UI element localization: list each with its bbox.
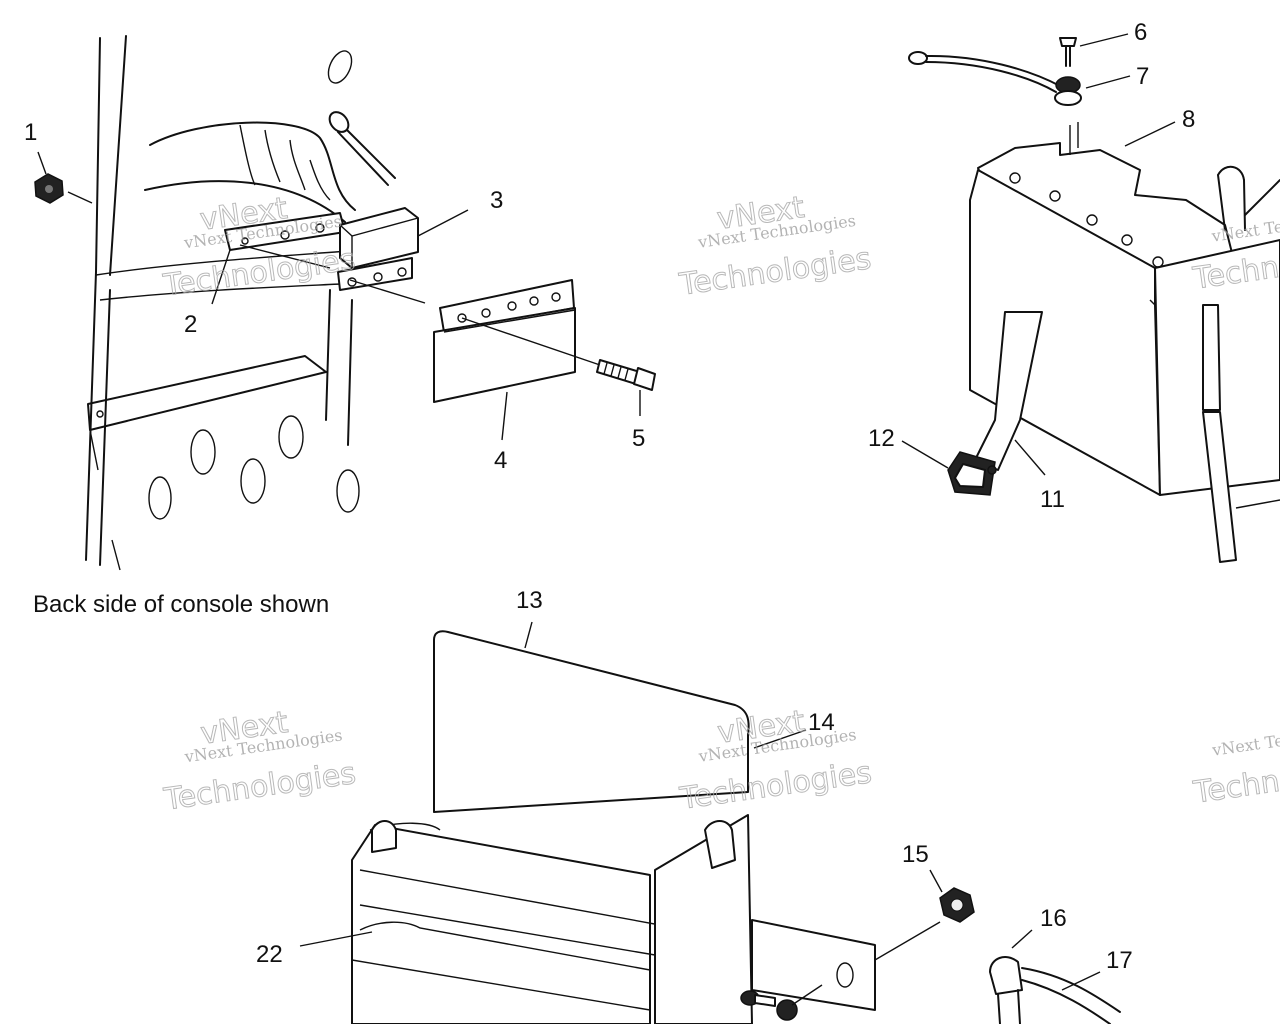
- callout-7: 7: [1136, 63, 1149, 90]
- callout-5: 5: [632, 425, 645, 452]
- callout-22: 22: [256, 941, 283, 968]
- callout-3: 3: [490, 187, 503, 214]
- console-panel-group: [34, 35, 656, 571]
- battery-group: [901, 33, 1280, 563]
- diagram-caption: Back side of console shown: [33, 591, 329, 618]
- watermark-bottom-left: vNext Technologies Technologies vNext: [161, 704, 359, 818]
- battery-box-group: [299, 621, 1121, 1024]
- callout-13: 13: [516, 587, 543, 614]
- callout-1: 1: [24, 119, 37, 146]
- callout-2: 2: [184, 311, 197, 338]
- callout-6: 6: [1134, 19, 1147, 46]
- callout-15: 15: [902, 841, 929, 868]
- callout-12: 12: [868, 425, 895, 452]
- callout-11: 11: [1040, 486, 1065, 513]
- callout-14: 14: [808, 709, 835, 736]
- watermark-bottom-right: vNext Technologies Technologies: [1190, 719, 1280, 811]
- callout-8: 8: [1182, 106, 1195, 133]
- callout-labels: 1 2 3 4 5 6 7 8 11 12 13 14 15 16 17 22: [24, 19, 1195, 974]
- callout-17: 17: [1106, 947, 1133, 974]
- callout-16: 16: [1040, 905, 1067, 932]
- watermark-line-1: vNext Technologies: [1210, 719, 1280, 760]
- watermark-line-2: Technologies: [1191, 749, 1280, 811]
- watermark-top-center: vNext Technologies Technologies vNext: [676, 189, 874, 303]
- callout-4: 4: [494, 447, 507, 474]
